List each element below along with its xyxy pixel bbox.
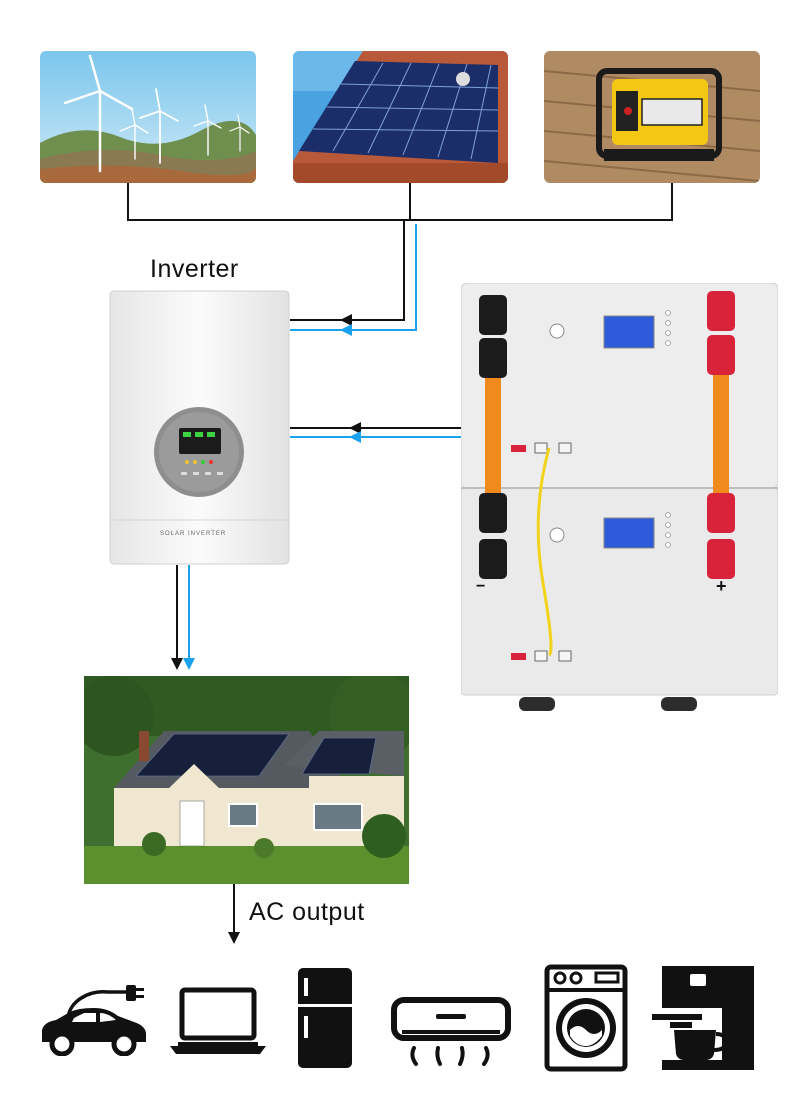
generator-photo	[544, 51, 760, 183]
house-photo	[84, 676, 409, 884]
inverter-brand-text: SOLAR INVERTER	[160, 531, 227, 537]
wind-turbine-photo	[40, 51, 256, 183]
inverter-label: Inverter	[150, 255, 239, 283]
ev-car-charging-icon	[38, 982, 150, 1056]
coffee-machine-icon	[652, 964, 756, 1072]
washing-machine-icon	[544, 964, 628, 1072]
inverter-unit	[109, 290, 290, 565]
input-blue-wire	[340, 224, 417, 336]
ac-output-label: AC output	[249, 898, 365, 926]
battery-negative-sign: −	[476, 578, 486, 595]
laptop-icon	[168, 986, 268, 1056]
source-bus-wire	[127, 183, 673, 221]
solar-roof-photo	[293, 51, 508, 183]
input-black-wire	[340, 220, 405, 326]
refrigerator-icon	[296, 966, 354, 1070]
battery-stack	[461, 283, 778, 715]
battery-positive-sign: +	[716, 576, 727, 596]
air-conditioner-icon	[390, 996, 512, 1068]
